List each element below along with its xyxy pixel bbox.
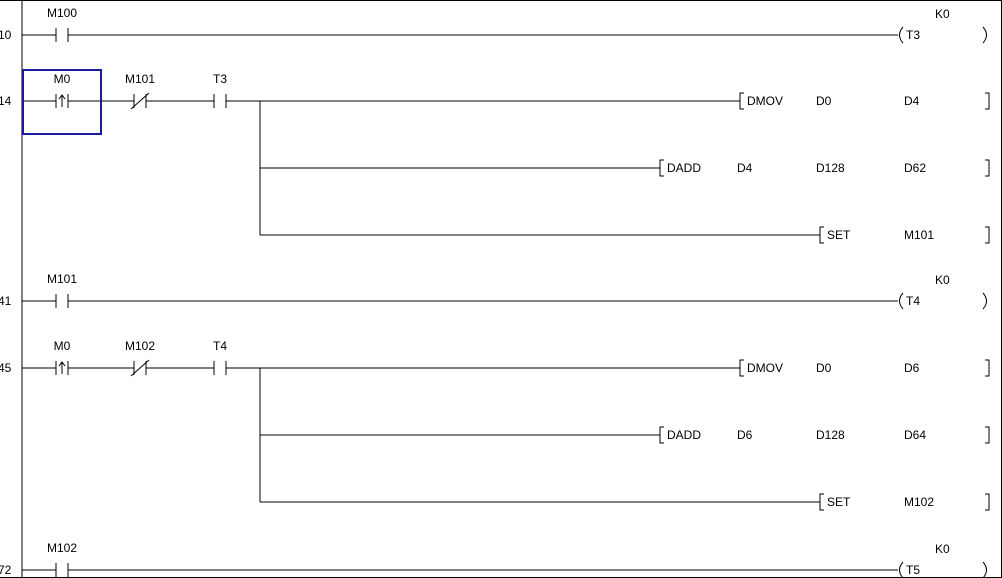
contact-t3[interactable]: T3 [213,72,227,108]
contact-label: T3 [213,72,227,86]
contact-label: M0 [54,339,71,353]
timer-setpoint: K0 [935,542,950,556]
operand: D62 [904,161,926,175]
timer-setpoint: K0 [935,273,950,287]
instruction-op: DADD [667,161,701,175]
operand: D4 [904,94,920,108]
contact-label: M101 [47,272,77,286]
operand: D6 [904,361,920,375]
contact-m0[interactable]: M0 [54,339,71,375]
instruction-dadd[interactable]: DADD D6 D128 D64 [659,426,990,444]
contact-label: M101 [125,72,155,86]
timer-coil-t4[interactable]: T4 K0 [899,273,987,310]
instruction-dmov[interactable]: DMOV D0 D4 [739,92,990,110]
contact-label: M0 [54,72,71,86]
operand: D0 [816,361,832,375]
timer-coil-t5[interactable]: T5 K0 [899,542,987,578]
contact-m101[interactable]: M101 [47,272,77,308]
coil-device: T5 [906,563,920,577]
contact-m101[interactable]: M101 [125,72,155,110]
step-number: 72 [0,563,12,577]
contact-label: T4 [213,339,227,353]
operand: D128 [816,161,845,175]
instruction-set[interactable]: SET M102 [819,493,990,511]
instruction-dadd[interactable]: DADD D4 D128 D62 [659,159,990,177]
coil-device: T3 [906,28,920,42]
step-number: 14 [0,94,12,108]
instruction-op: SET [827,228,851,242]
operand: D64 [904,428,926,442]
contact-m102[interactable]: M102 [47,541,77,577]
contact-m100[interactable]: M100 [47,6,77,42]
timer-coil-t3[interactable]: T3 K0 [899,7,987,44]
contact-label: M100 [47,6,77,20]
step-number: 45 [0,361,12,375]
instruction-op: DMOV [747,94,783,108]
operand: D4 [737,161,753,175]
step-number: 10 [0,28,12,42]
coil-device: T4 [906,294,920,308]
contact-label: M102 [125,339,155,353]
instruction-set[interactable]: SET M101 [819,226,990,244]
operand: D0 [816,94,832,108]
operand: D128 [816,428,845,442]
operand: M102 [904,495,934,509]
cursor-box [22,69,102,135]
instruction-op: DMOV [747,361,783,375]
contact-t4[interactable]: T4 [213,339,227,375]
operand: M101 [904,228,934,242]
step-number: 41 [0,294,12,308]
instruction-op: SET [827,495,851,509]
timer-setpoint: K0 [935,7,950,21]
contact-label: M102 [47,541,77,555]
contact-m0[interactable]: M0 [54,72,71,108]
contact-m102[interactable]: M102 [125,339,155,377]
instruction-dmov[interactable]: DMOV D0 D6 [739,359,990,377]
operand: D6 [737,428,753,442]
instruction-op: DADD [667,428,701,442]
